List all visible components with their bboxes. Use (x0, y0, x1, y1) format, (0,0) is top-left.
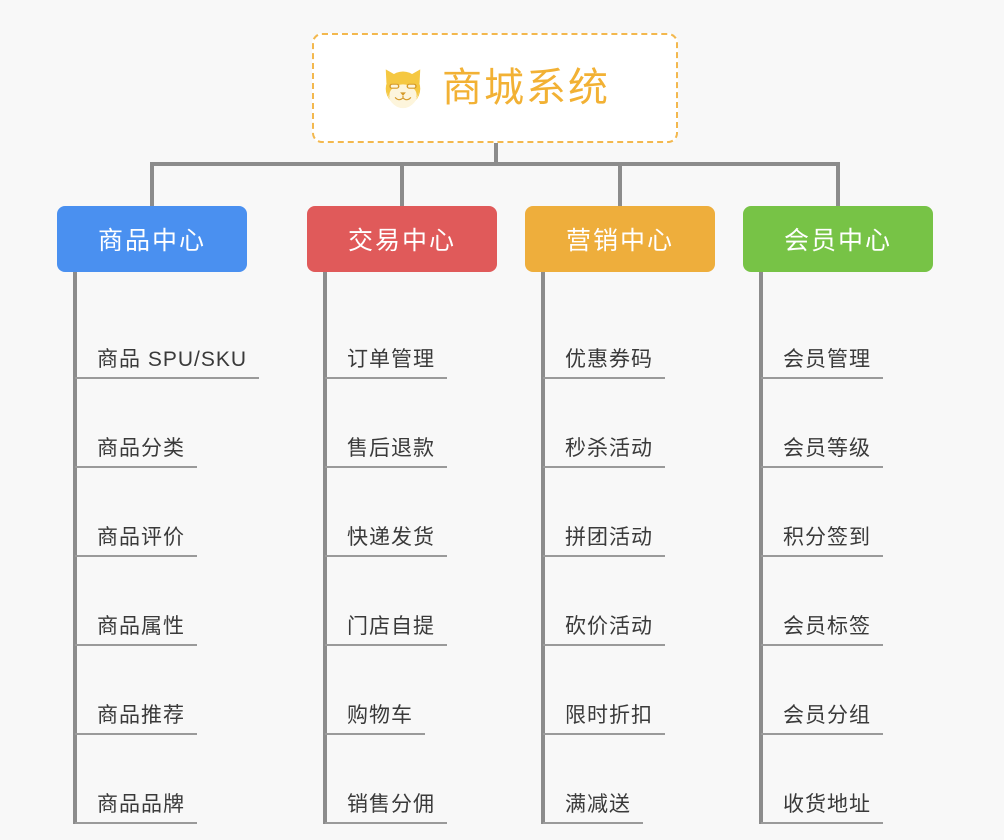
list-item[interactable]: 销售分佣 (325, 735, 497, 824)
leaf-label: 满减送 (565, 792, 631, 816)
leaf-label: 快递发货 (347, 525, 435, 549)
list-item[interactable]: 商品属性 (75, 557, 247, 646)
shiba-dog-icon (385, 69, 421, 109)
category-box-member-center[interactable]: 会员中心 (743, 206, 933, 272)
connector-drop-4 (836, 162, 840, 206)
leaf-list-marketing-center: 优惠券码 秒杀活动 拼团活动 砍价活动 限时折扣 满减送 (525, 272, 715, 824)
leaf-label: 商品评价 (97, 525, 185, 549)
list-item[interactable]: 商品 SPU/SKU (75, 290, 260, 379)
leaf-label: 积分签到 (783, 525, 871, 549)
list-item[interactable]: 会员分组 (761, 646, 933, 735)
list-item[interactable]: 售后退款 (325, 379, 497, 468)
list-item[interactable]: 限时折扣 (543, 646, 715, 735)
leaf-label: 会员管理 (783, 347, 871, 371)
root-title: 商城系统 (442, 66, 610, 110)
connector-drop-3 (618, 162, 622, 206)
branch-member-center: 会员中心 会员管理 会员等级 积分签到 会员标签 会员分组 收货地址 (743, 206, 933, 824)
leaf-label: 优惠券码 (565, 347, 653, 371)
leaf-label: 商品推荐 (97, 703, 185, 727)
list-item[interactable]: 会员等级 (761, 379, 933, 468)
connector-root-stem (494, 143, 498, 165)
list-item[interactable]: 商品分类 (75, 379, 247, 468)
list-item[interactable]: 门店自提 (325, 557, 497, 646)
category-label: 会员中心 (783, 227, 892, 255)
leaf-label: 销售分佣 (347, 792, 435, 816)
leaf-label: 会员分组 (783, 703, 871, 727)
leaf-label: 秒杀活动 (565, 436, 653, 460)
leaf-list-member-center: 会员管理 会员等级 积分签到 会员标签 会员分组 收货地址 (743, 272, 933, 824)
leaf-label: 订单管理 (347, 347, 435, 371)
leaf-label: 限时折扣 (565, 703, 653, 727)
leaf-label: 拼团活动 (565, 525, 653, 549)
leaf-label: 购物车 (347, 703, 413, 727)
connector-rail-3 (541, 272, 545, 824)
list-item[interactable]: 满减送 (543, 735, 715, 824)
list-item[interactable]: 砍价活动 (543, 557, 715, 646)
connector-rail-1 (73, 272, 77, 824)
leaf-label: 砍价活动 (565, 614, 653, 638)
list-item[interactable]: 秒杀活动 (543, 379, 715, 468)
branch-trade-center: 交易中心 订单管理 售后退款 快递发货 门店自提 购物车 销售分佣 (307, 206, 497, 824)
list-item[interactable]: 购物车 (325, 646, 497, 735)
list-item[interactable]: 拼团活动 (543, 468, 715, 557)
branch-product-center: 商品中心 商品 SPU/SKU 商品分类 商品评价 商品属性 商品推荐 商品品牌 (57, 206, 260, 824)
leaf-list-product-center: 商品 SPU/SKU 商品分类 商品评价 商品属性 商品推荐 商品品牌 (57, 272, 260, 824)
category-box-marketing-center[interactable]: 营销中心 (525, 206, 715, 272)
connector-drop-2 (400, 162, 404, 206)
leaf-label: 会员等级 (783, 436, 871, 460)
connector-horizontal-bus (150, 162, 840, 166)
leaf-label: 售后退款 (347, 436, 435, 460)
connector-rail-2 (323, 272, 327, 824)
leaf-label: 商品品牌 (97, 792, 185, 816)
leaf-list-trade-center: 订单管理 售后退款 快递发货 门店自提 购物车 销售分佣 (307, 272, 497, 824)
branch-marketing-center: 营销中心 优惠券码 秒杀活动 拼团活动 砍价活动 限时折扣 满减送 (525, 206, 715, 824)
connector-drop-1 (150, 162, 154, 206)
leaf-label: 门店自提 (347, 614, 435, 638)
leaf-label: 商品 SPU/SKU (97, 347, 248, 371)
category-label: 交易中心 (347, 227, 456, 255)
root-node[interactable]: 商城系统 (312, 33, 678, 143)
list-item[interactable]: 快递发货 (325, 468, 497, 557)
connector-rail-4 (759, 272, 763, 824)
list-item[interactable]: 优惠券码 (543, 290, 715, 379)
leaf-label: 会员标签 (783, 614, 871, 638)
list-item[interactable]: 商品推荐 (75, 646, 247, 735)
category-label: 营销中心 (565, 227, 674, 255)
list-item[interactable]: 商品评价 (75, 468, 247, 557)
leaf-label: 商品分类 (97, 436, 185, 460)
list-item[interactable]: 会员管理 (761, 290, 933, 379)
leaf-label: 商品属性 (97, 614, 185, 638)
leaf-label: 收货地址 (783, 792, 871, 816)
category-box-trade-center[interactable]: 交易中心 (307, 206, 497, 272)
list-item[interactable]: 收货地址 (761, 735, 933, 824)
list-item[interactable]: 积分签到 (761, 468, 933, 557)
list-item[interactable]: 订单管理 (325, 290, 497, 379)
category-box-product-center[interactable]: 商品中心 (57, 206, 247, 272)
category-label: 商品中心 (97, 227, 206, 255)
list-item[interactable]: 商品品牌 (75, 735, 247, 824)
list-item[interactable]: 会员标签 (761, 557, 933, 646)
